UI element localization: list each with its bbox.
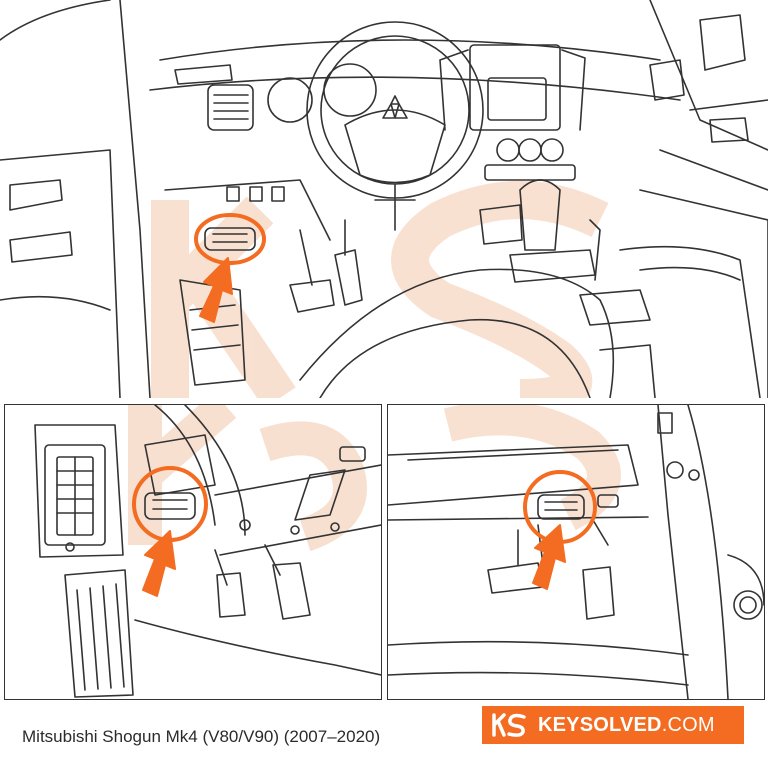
brand-name: KEYSOLVED.COM	[538, 714, 715, 737]
left-detail-illustration	[4, 404, 382, 700]
right-footwell-drawing	[388, 405, 764, 699]
watermark-logo	[151, 181, 609, 398]
right-detail-illustration	[387, 404, 765, 700]
watermark-logo	[443, 405, 621, 531]
vehicle-caption: Mitsubishi Shogun Mk4 (V80/V90) (2007–20…	[22, 727, 381, 746]
brand-name-main: KEYSOLVED	[538, 713, 662, 736]
overview-illustration	[0, 0, 768, 398]
keysolved-logo-icon	[492, 713, 526, 737]
left-footwell-drawing	[34, 405, 381, 698]
arrow-icon	[532, 524, 566, 590]
obd-port-right	[537, 494, 585, 520]
brand-name-suffix: .COM	[661, 713, 715, 736]
watermark-logo	[128, 405, 367, 552]
brand-badge: KEYSOLVED.COM	[482, 706, 744, 744]
dashboard-overview-drawing	[0, 0, 768, 398]
highlight-ring-main	[194, 213, 266, 265]
arrow-icon	[142, 530, 176, 597]
arrow-icon	[199, 257, 233, 323]
obd-port-main	[204, 227, 256, 251]
obd-port-left	[144, 492, 196, 520]
